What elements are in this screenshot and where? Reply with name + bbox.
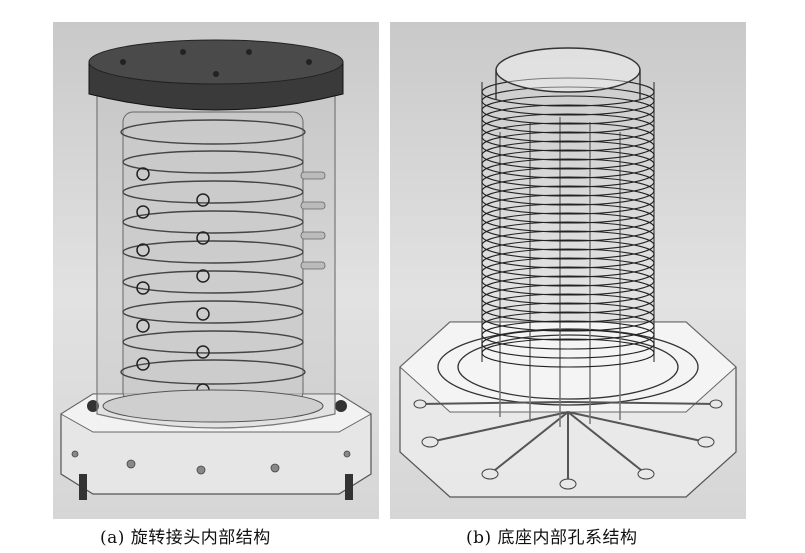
coil-turn [481,320,655,350]
coil-turn [481,203,655,233]
coil-turn [481,158,655,188]
coil-turn [481,311,655,341]
top-tube-rim [495,47,641,93]
caption-panel-a: (a) 旋转接头内部结构 [100,528,271,548]
right-pins [300,171,326,270]
coil-turn [481,248,655,278]
coil-turn [481,293,655,323]
radial-hole-ends [413,399,723,490]
coil-turn [481,329,655,359]
flange-rings [437,328,699,406]
coil-turn [481,167,655,197]
coil-turn [481,176,655,206]
coil-turn [481,122,655,152]
radial-channels [419,401,717,484]
coil-turn [481,275,655,305]
inner-spool [122,111,304,403]
top-cap-holes [120,49,312,77]
coil-turn [481,266,655,296]
coil-turn [481,338,655,368]
top-tube-sides [495,70,641,100]
caption-panel-b: (b) 底座内部孔系结构 [466,528,638,548]
coil-turn [481,104,655,134]
top-cap-face [88,39,344,85]
coil-turn [481,77,655,107]
panel-base-holes [390,22,746,519]
coil-turn [481,194,655,224]
coil-turn [481,212,655,242]
coil-turn [481,221,655,251]
coil-turn [481,140,655,170]
coil-turn [481,113,655,143]
panel-rotary-joint [53,22,379,519]
coil-turn [481,302,655,332]
coil-turn [481,131,655,161]
coil-turn [481,95,655,125]
coil-turn [481,284,655,314]
base-holes-drawing [399,47,737,498]
coil-turn [481,230,655,260]
coil-turn [481,257,655,287]
coil-turn [481,86,655,116]
coil-turn [481,149,655,179]
bottom-flange [102,389,324,423]
left-ports [136,167,210,397]
rotary-joint-drawing [60,39,372,500]
coil-turn [481,185,655,215]
base-bolts [79,400,353,500]
coil-turns [481,77,655,368]
seal-rings [120,119,306,385]
base-side-holes [71,450,351,475]
coil-turn [481,239,655,269]
